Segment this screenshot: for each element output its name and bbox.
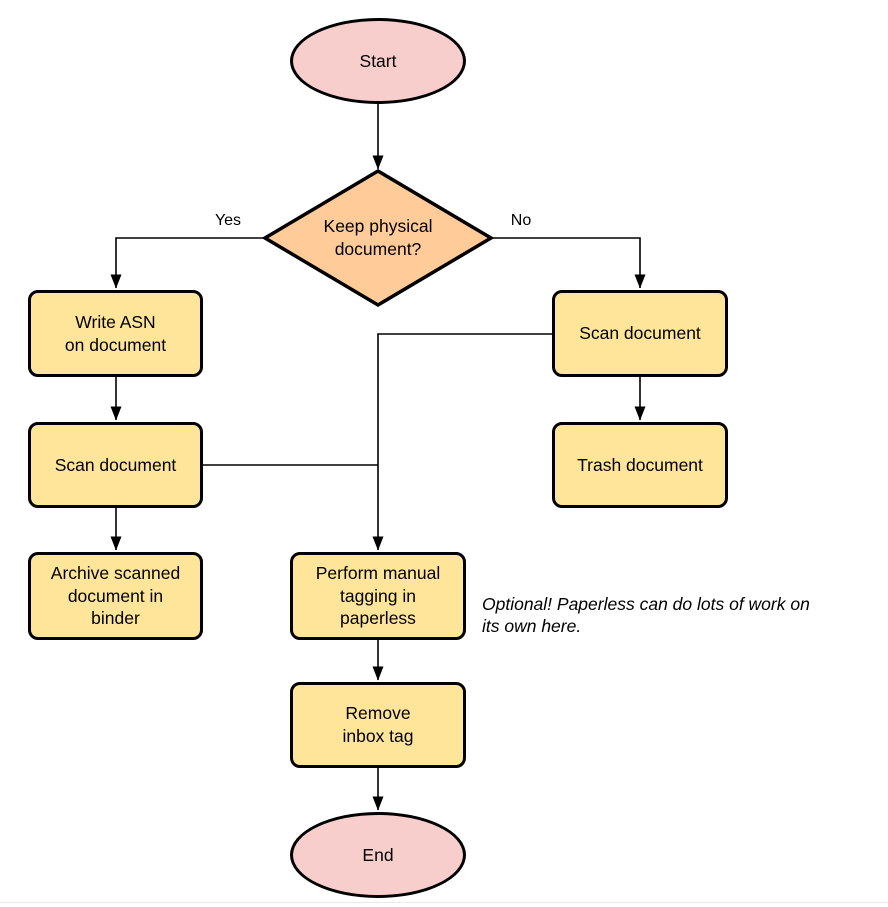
edge-decision-to-write-asn: [110, 237, 265, 289]
edge-label-no: No: [510, 212, 532, 229]
edge-scan-right-to-tagging: [372, 333, 552, 551]
process-scan-document-right: Scan document: [552, 290, 728, 377]
edge-decision-to-scan-right: [491, 237, 646, 289]
process-manual-tagging: Perform manual tagging in paperless: [290, 552, 466, 640]
decision-node-label: Keep physical document?: [323, 216, 433, 259]
decision-diamond-shape: [261, 168, 495, 308]
optional-note-text: Optional! Paperless can do lots of work …: [482, 594, 810, 636]
start-node: Start: [290, 18, 466, 104]
page-bottom-border: [0, 902, 888, 903]
process-remove-inbox-tag: Remove inbox tag: [290, 682, 466, 768]
process-scan-document-left: Scan document: [28, 422, 203, 508]
process-write-asn: Write ASN on document: [28, 290, 203, 377]
process-archive-in-binder: Archive scanned document in binder: [28, 552, 203, 640]
process-trash-document: Trash document: [552, 422, 728, 508]
edge-label-yes: Yes: [214, 212, 242, 229]
end-node: End: [290, 812, 466, 898]
